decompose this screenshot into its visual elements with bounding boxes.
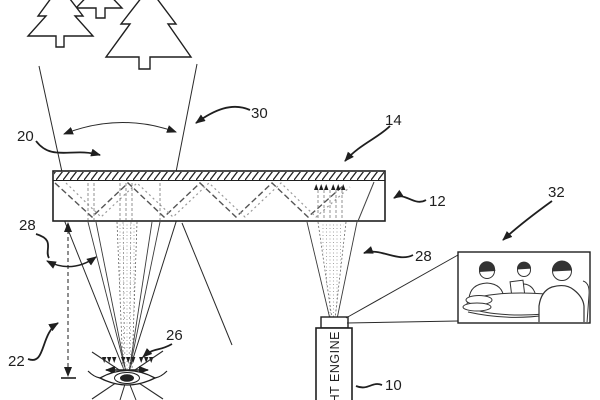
ref-12: 12 <box>429 193 446 210</box>
reference-numerals: 20 30 14 12 28 28 22 26 10 32 <box>8 105 565 394</box>
cone-angle-arc <box>46 256 97 269</box>
leader-22 <box>27 322 59 361</box>
incoupling-up-arrows <box>314 184 346 190</box>
waveguide <box>52 170 386 222</box>
beam-edge-dashed <box>116 221 124 371</box>
leader-14 <box>344 125 391 162</box>
cone-line <box>128 221 161 373</box>
leader-12 <box>393 189 427 203</box>
leader-30 <box>195 105 251 124</box>
tree-icon <box>26 0 95 48</box>
leader-20 <box>35 140 101 157</box>
leader-32 <box>502 200 553 241</box>
input-cone-dashed <box>317 221 333 320</box>
ref-26: 26 <box>166 327 183 344</box>
person-right-body <box>538 284 585 322</box>
cone-line <box>95 221 127 373</box>
leader-lines <box>27 105 553 389</box>
projection-line-bottom <box>346 320 459 324</box>
tree-icon <box>104 0 193 70</box>
people-scene <box>462 260 589 322</box>
person-left-arm <box>462 302 492 312</box>
light-engine-assembly: LIGHT ENGINE <box>306 221 358 400</box>
tir-zigzag-echo <box>65 182 351 218</box>
ref-28-left: 28 <box>19 217 36 234</box>
projection-line-top <box>345 254 459 319</box>
grating-strip <box>54 172 384 181</box>
input-cone-edge <box>306 221 331 320</box>
dimension-arrow-up <box>64 222 72 232</box>
ref-20: 20 <box>17 128 34 145</box>
leader-10 <box>355 383 383 389</box>
leader-26 <box>142 343 173 358</box>
person-left-hair <box>478 261 496 273</box>
light-engine-label: LIGHT ENGINE <box>328 331 342 400</box>
source-image-assembly <box>345 251 591 324</box>
dimension-arrow-down <box>64 367 72 377</box>
input-cone-dashed <box>334 221 347 320</box>
stippled-beam <box>117 222 137 370</box>
beam-inner-dashed <box>128 221 132 369</box>
ref-30: 30 <box>251 105 268 122</box>
person-right-hair <box>552 260 573 272</box>
ref-28-right: 28 <box>415 248 432 265</box>
stray-ray <box>181 222 233 346</box>
tree-icon <box>74 0 124 19</box>
light-engine-box <box>315 327 353 400</box>
chair-back <box>582 280 589 322</box>
ref-32: 32 <box>548 184 565 201</box>
person-middle-hair <box>516 261 532 270</box>
beam-inner-dashed <box>122 221 126 369</box>
eye-cone <box>46 221 168 400</box>
beam-edge-dashed <box>131 221 138 371</box>
leader-28-left <box>35 233 50 259</box>
trees-group <box>26 0 193 70</box>
input-cone-edge <box>336 221 358 320</box>
outcoupler-dashes <box>87 183 343 220</box>
tir-zigzag-primary <box>54 182 345 218</box>
light-engine-aperture <box>320 316 349 329</box>
ref-10: 10 <box>385 377 402 394</box>
leader-28-right <box>363 246 414 259</box>
fov-angle-arc <box>63 121 177 135</box>
ref-22: 22 <box>8 353 25 370</box>
final-bounce <box>357 181 375 222</box>
ref-14: 14 <box>385 112 402 129</box>
cone-line <box>87 221 127 373</box>
eye-icon <box>87 350 168 400</box>
